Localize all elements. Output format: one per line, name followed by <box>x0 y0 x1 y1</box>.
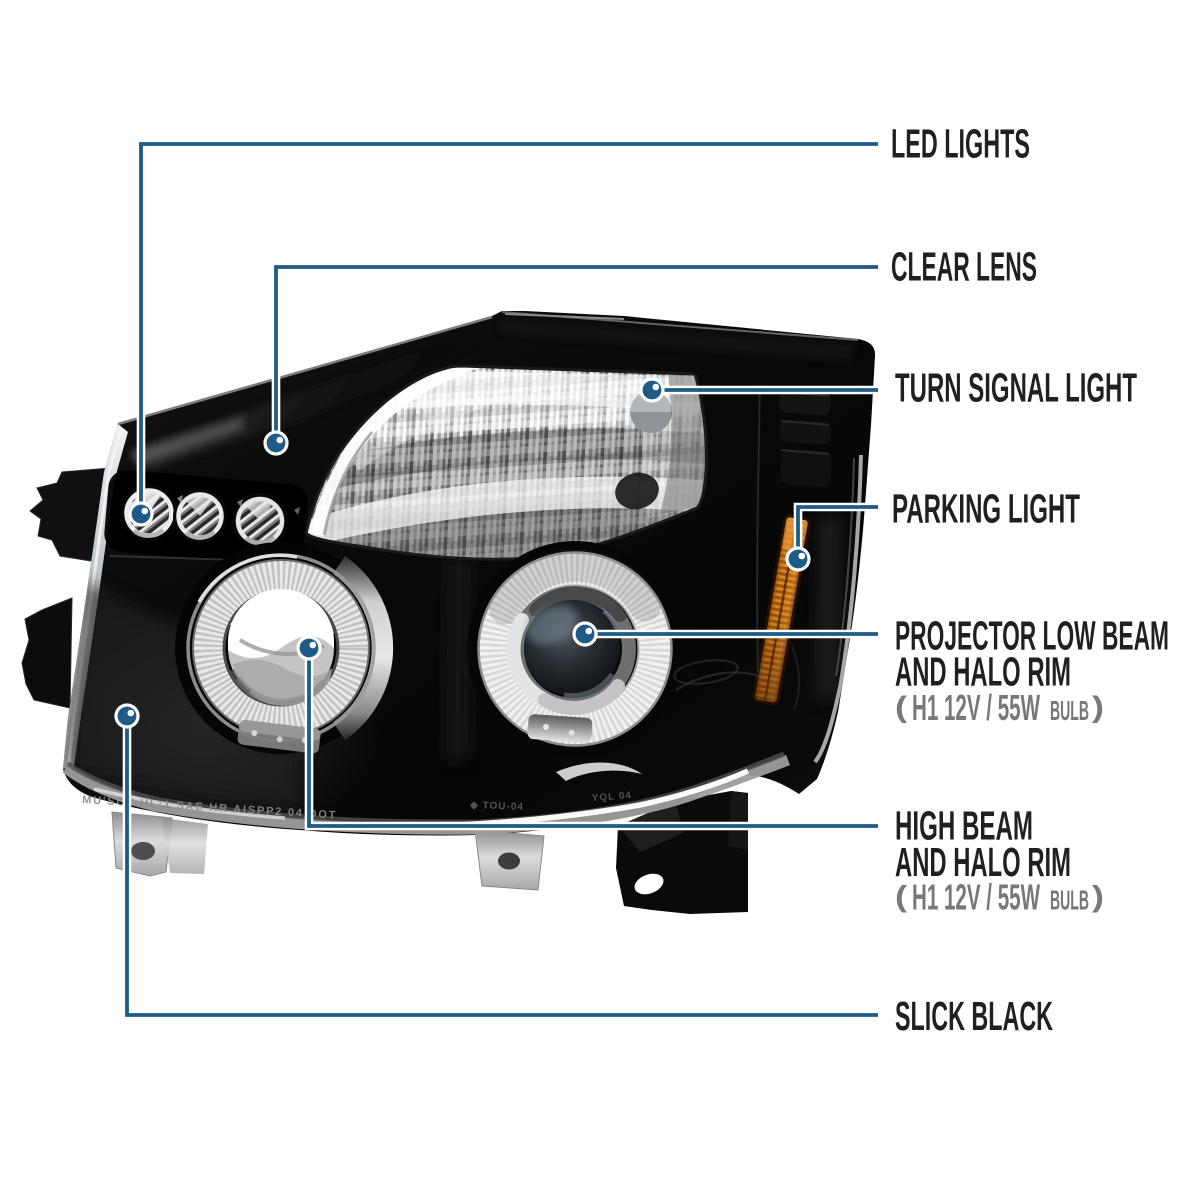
svg-text:(: ( <box>895 691 907 724</box>
svg-text:LED LIGHTS: LED LIGHTS <box>891 121 1030 167</box>
svg-text:): ) <box>1092 881 1104 914</box>
svg-text:H1 12V / 55W: H1 12V / 55W <box>912 877 1040 918</box>
svg-text:PARKING LIGHT: PARKING LIGHT <box>892 486 1080 532</box>
svg-text:YQL 04: YQL 04 <box>591 790 632 804</box>
svg-text:◆ TOU-04: ◆ TOU-04 <box>469 800 524 813</box>
svg-text:SLICK BLACK: SLICK BLACK <box>895 993 1053 1039</box>
svg-text:): ) <box>1092 691 1104 724</box>
svg-text:TURN SIGNAL LIGHT: TURN SIGNAL LIGHT <box>895 365 1137 411</box>
svg-text:CLEAR LENS: CLEAR LENS <box>891 244 1037 290</box>
svg-text:AND HALO RIM: AND HALO RIM <box>895 649 1071 695</box>
svg-text:H1 12V / 55W: H1 12V / 55W <box>912 687 1040 728</box>
svg-text:(: ( <box>895 881 907 914</box>
svg-text:BULB: BULB <box>1050 885 1089 916</box>
svg-text:BULB: BULB <box>1050 695 1089 726</box>
svg-text:AND HALO RIM: AND HALO RIM <box>895 839 1071 885</box>
svg-text:PROJECTOR LOW BEAM: PROJECTOR LOW BEAM <box>895 613 1169 659</box>
svg-text:HIGH BEAM: HIGH BEAM <box>895 803 1033 849</box>
